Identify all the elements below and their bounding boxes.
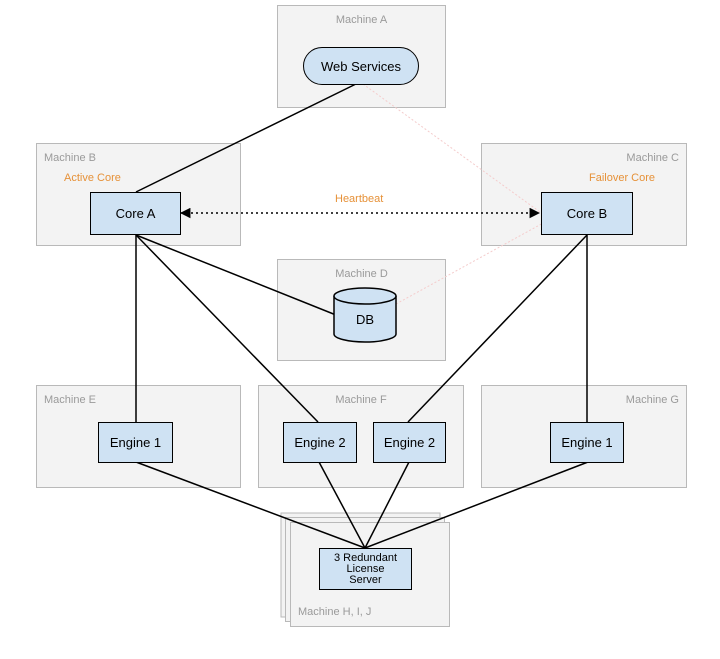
core-a-node[interactable]: Core A (90, 192, 181, 235)
machine-a-label: Machine A (335, 14, 388, 26)
machine-e-label: Machine E (44, 394, 96, 406)
link-engine-f2-license (364, 461, 410, 549)
link-coreb-engine-f2 (407, 234, 588, 423)
link-engine-g-license (364, 461, 589, 549)
machine-c-label: Machine C (626, 152, 679, 164)
engine-1-machine-g[interactable]: Engine 1 (550, 422, 624, 463)
link-webservices-corea (135, 81, 361, 193)
link-corea-engine-f1 (135, 234, 319, 423)
link-corea-db (135, 234, 337, 316)
machine-hij-label: Machine H, I, J (298, 606, 372, 618)
db-cylinder (333, 287, 397, 343)
engine-1-machine-e[interactable]: Engine 1 (98, 422, 173, 463)
heartbeat-label: Heartbeat (335, 193, 384, 205)
machine-e: Machine E (36, 385, 241, 488)
machine-f-label: Machine F (335, 394, 387, 406)
link-engine-f1-license (318, 461, 366, 549)
engine-2-machine-f-left[interactable]: Engine 2 (283, 422, 357, 463)
license-server-line-2: License (346, 562, 385, 575)
link-engine-e-license (135, 461, 366, 549)
failover-core-label: Failover Core (589, 172, 656, 184)
link-webservices-coreb (362, 83, 541, 213)
web-services-node[interactable]: Web Services (303, 47, 419, 85)
license-server-line-3: Server (349, 573, 382, 586)
machine-d-label: Machine D (335, 268, 388, 280)
license-server-node[interactable]: 3 Redundant License Server (319, 548, 412, 590)
license-server-line-1: 3 Redundant (334, 551, 397, 564)
link-db-coreb (395, 221, 546, 305)
core-b-node[interactable]: Core B (541, 192, 633, 235)
engine-2-machine-f-right[interactable]: Engine 2 (373, 422, 446, 463)
active-core-label: Active Core (64, 172, 121, 184)
machine-g-label: Machine G (625, 394, 679, 406)
machine-b-label: Machine B (44, 152, 96, 164)
db-label: DB (355, 312, 375, 327)
